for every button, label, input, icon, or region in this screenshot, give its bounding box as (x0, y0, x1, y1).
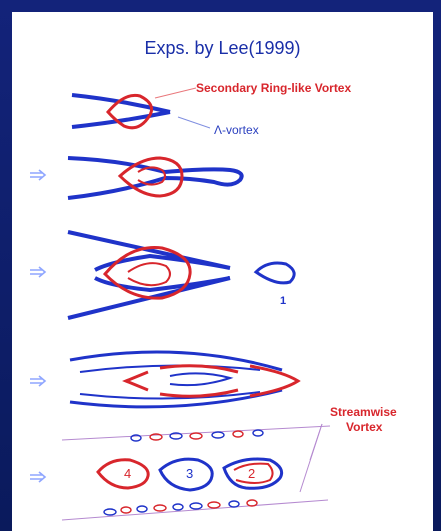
lambda-vortex-stretched (68, 158, 242, 198)
right-double-arrow-icon (30, 376, 45, 386)
stage-1: Secondary Ring-like Vortex Λ-vortex (72, 81, 351, 137)
lower-streamwise-loops (104, 500, 257, 515)
lambda-vortex-leader (178, 117, 210, 128)
vortex-3-label: 3 (186, 466, 193, 481)
vortex-2-label: 2 (248, 466, 255, 481)
red-chevron-left (126, 372, 148, 390)
secondary-vortex-leader (155, 88, 196, 98)
stage-2 (30, 158, 242, 198)
secondary-vortex-label: Secondary Ring-like Vortex (196, 81, 351, 95)
stage-4 (30, 352, 298, 407)
streamwise-leader-2 (310, 424, 322, 460)
stage-3: 1 (30, 232, 294, 318)
ring-number-label: 1 (280, 295, 286, 307)
right-double-arrow-icon (30, 472, 45, 482)
streamwise-label-line1: Streamwise (330, 405, 397, 419)
inner-cross-link (170, 373, 230, 385)
vortex-4-label: 4 (124, 466, 131, 481)
upper-streamwise-loops (131, 430, 263, 441)
stage-5: Streamwise Vortex 4 3 2 (30, 405, 397, 520)
right-double-arrow-icon (30, 170, 45, 180)
right-double-arrow-icon (30, 267, 45, 277)
ring-inner-loop (128, 263, 170, 285)
lambda-vortex-label: Λ-vortex (214, 123, 259, 137)
streamwise-label-line2: Vortex (346, 420, 383, 434)
detached-ring-vortex (256, 263, 294, 283)
